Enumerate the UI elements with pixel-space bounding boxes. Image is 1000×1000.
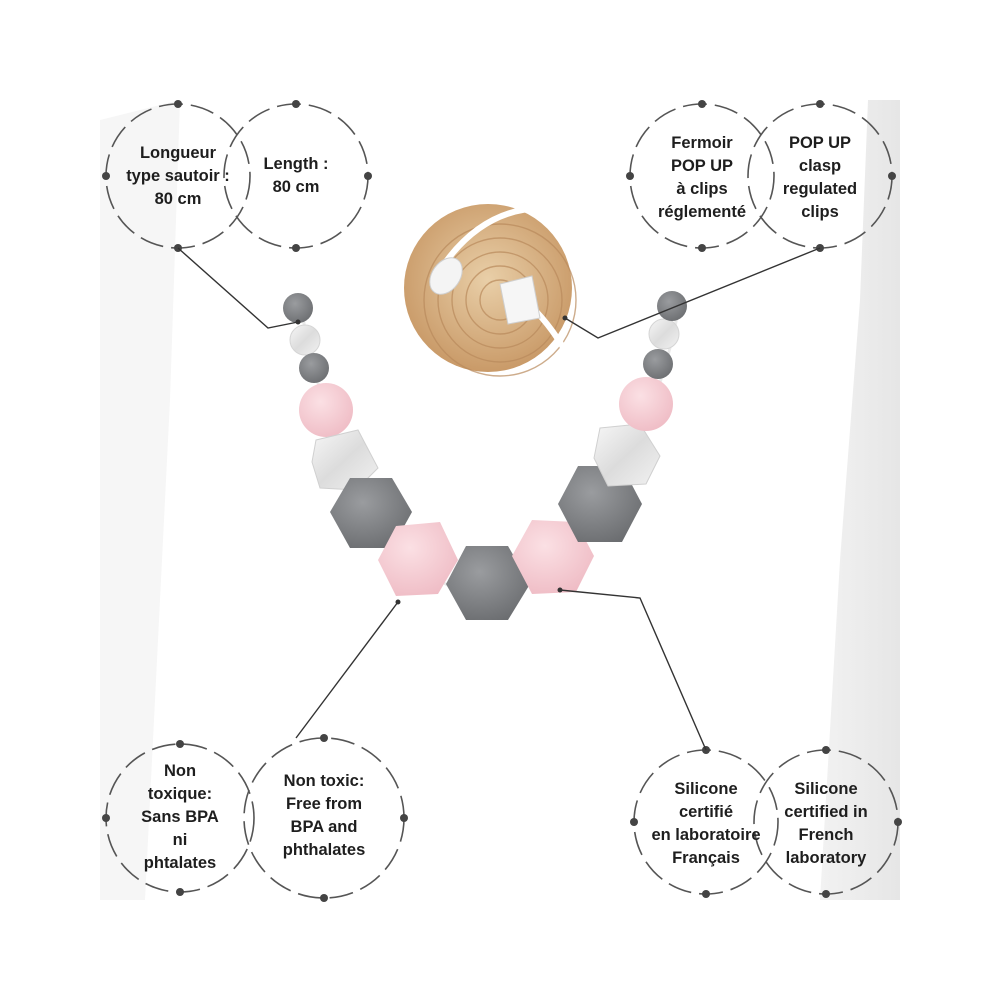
- background-fabric: [100, 100, 900, 900]
- bead-small-grey-right-2: [657, 291, 687, 321]
- bead-small-grey-left-1: [283, 293, 313, 323]
- callout-non-toxic-en: Non toxic: Free from BPA and phthalates: [282, 772, 366, 859]
- callout-clasp-fr: Fermoir POP UP à clips réglementé: [657, 134, 747, 221]
- bead-cube-marble-right: [593, 423, 661, 487]
- callout-clasp-en: POP UP clasp regulated clips: [782, 134, 858, 221]
- leader-lines: [177, 247, 821, 751]
- callout-non-toxic-fr: Non toxique: Sans BPA ni phtalates: [141, 761, 219, 872]
- bead-hex-grey-center: [446, 546, 530, 620]
- bead-small-grey-left-2: [299, 353, 329, 383]
- callout-length-fr: Longueur type sautoir : 80 cm: [126, 143, 230, 208]
- bead-hex-grey-left: [330, 478, 412, 548]
- bead-round-pink-left: [299, 383, 353, 437]
- bead-small-marble-left: [289, 324, 321, 356]
- callout-silicone-fr: Silicone certifié en laboratoire Françai…: [651, 780, 761, 867]
- bead-hex-pink-left: [378, 522, 458, 596]
- callout-dots: [102, 100, 902, 902]
- callout-length-en: Length : 80 cm: [263, 155, 329, 196]
- bead-round-pink-right: [619, 377, 673, 431]
- bead-small-grey-right-1: [643, 349, 673, 379]
- leader-line-ends: [295, 315, 568, 605]
- bead-small-marble-right: [648, 318, 680, 350]
- bead-hex-pink-right: [512, 520, 594, 594]
- callout-silicone-en: Silicone certified in French laboratory: [784, 780, 868, 867]
- clasp-inset-photo: [404, 204, 577, 377]
